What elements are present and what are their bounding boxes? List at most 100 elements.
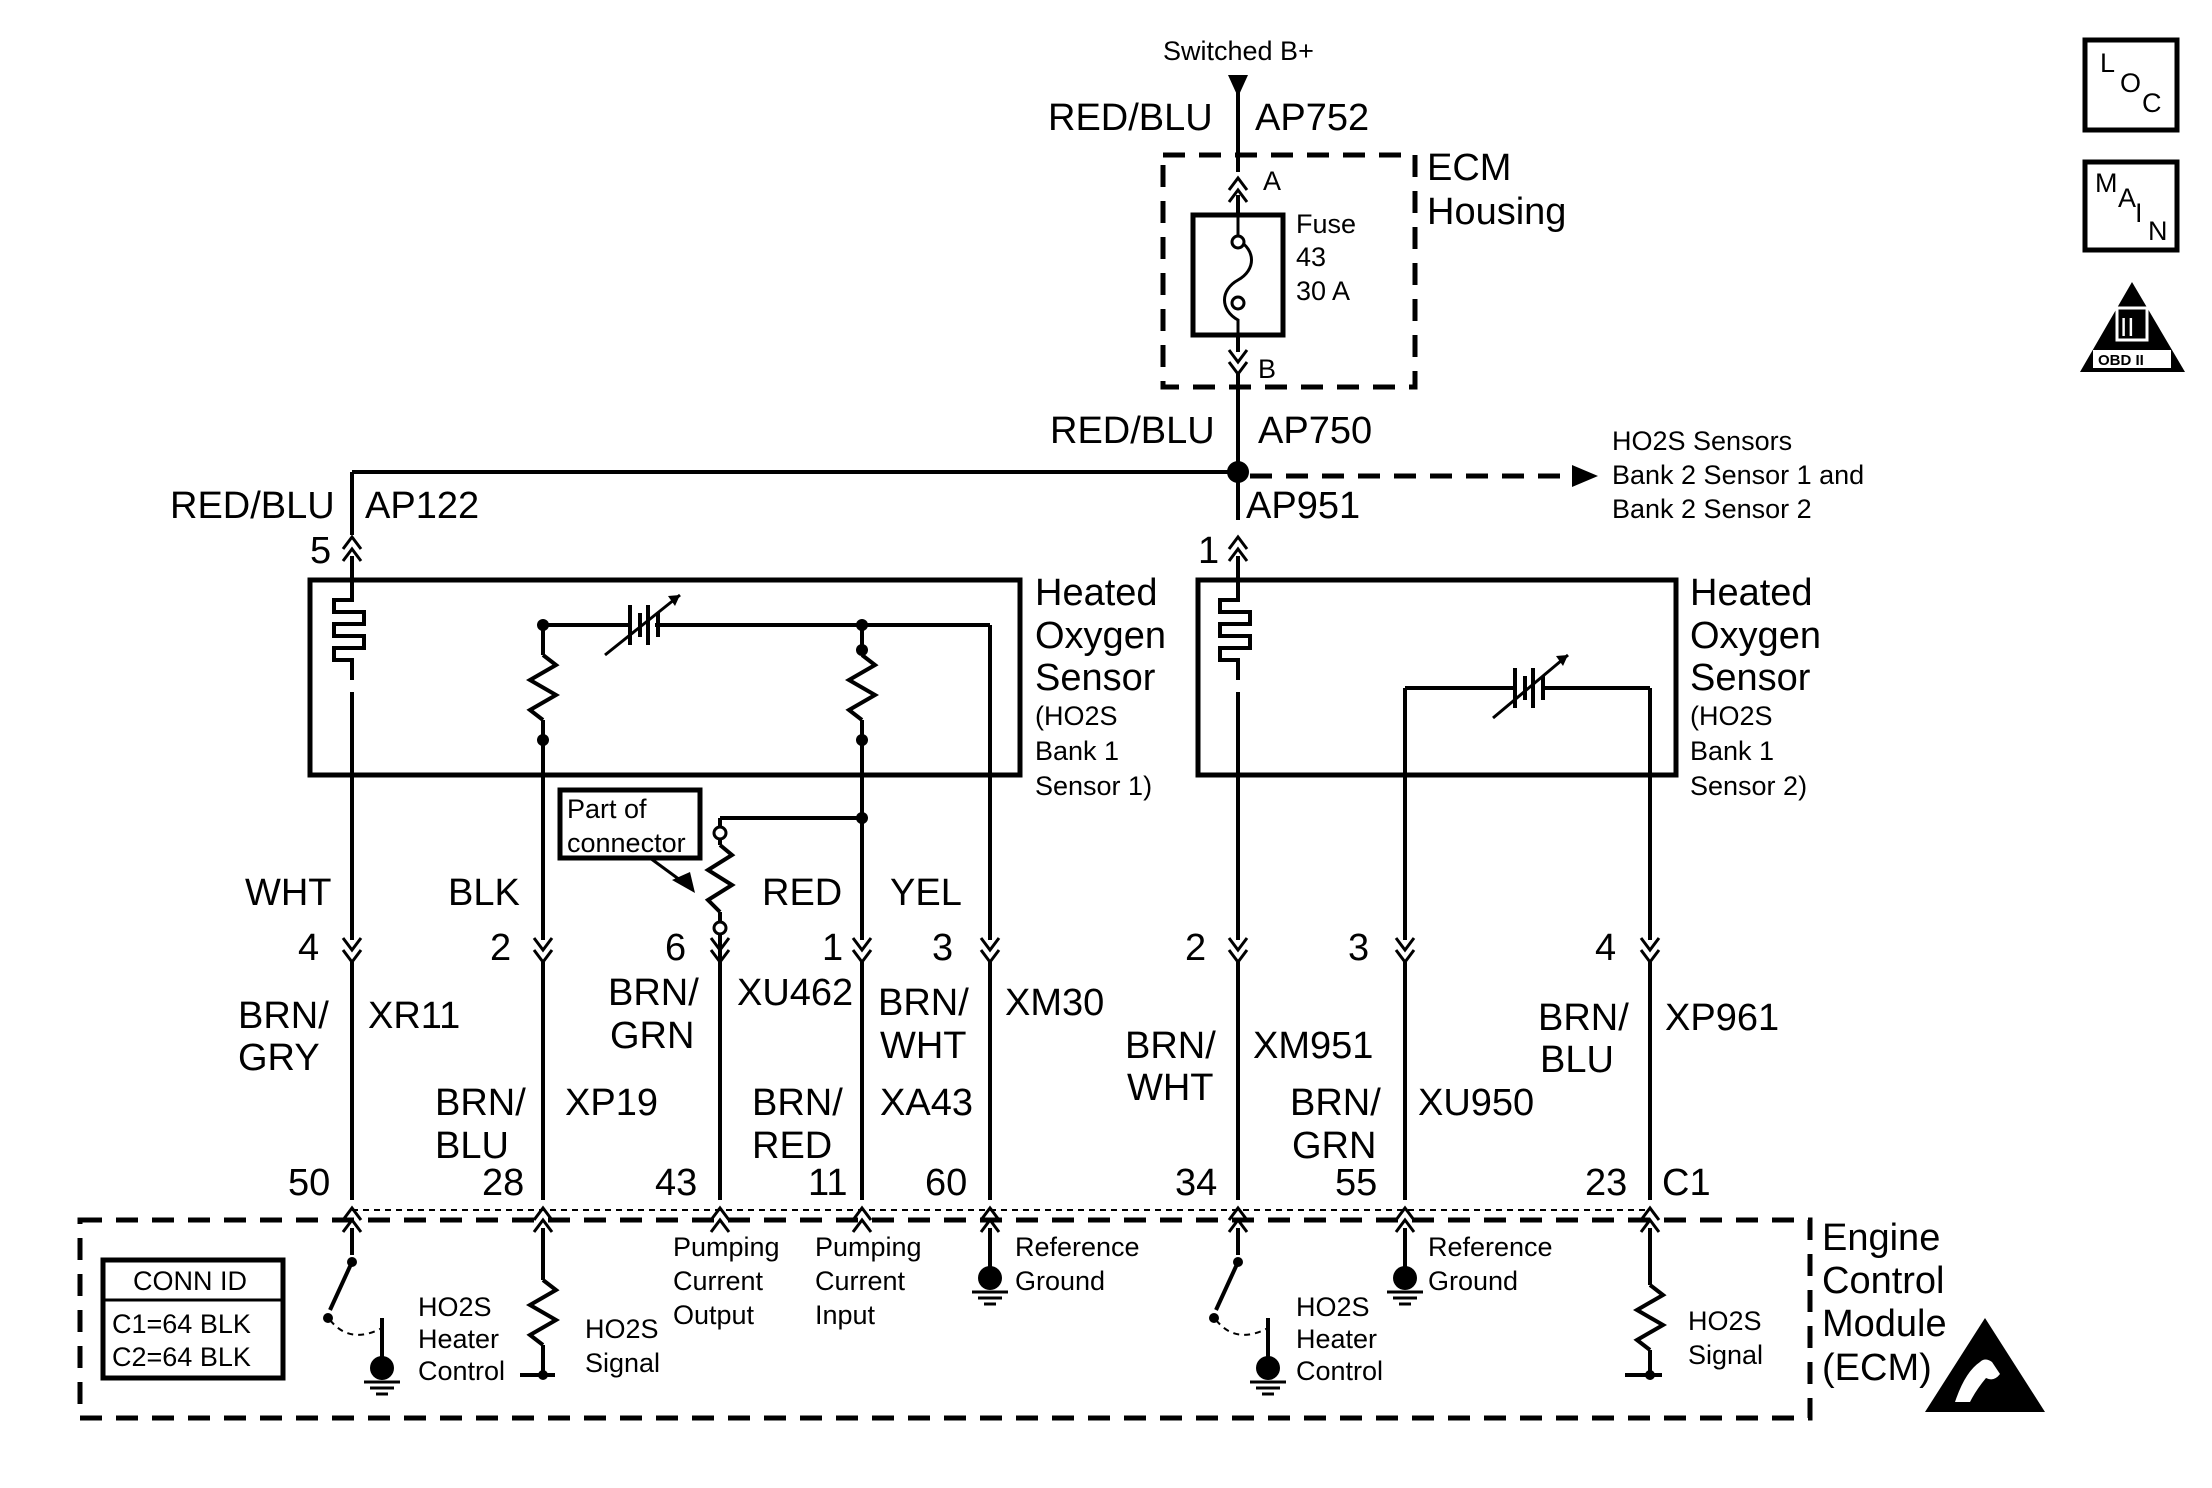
ecm-pin-11: 11 [808,1162,847,1204]
xm30-circuit: XM30 [1005,982,1104,1024]
left-pin-3: 3 [932,927,953,969]
conn-id-c1: C1=64 BLK [112,1309,251,1339]
obd-ii-text: OBD II [2098,352,2144,369]
bank2-note-3: Bank 2 Sensor 2 [1612,494,1812,524]
main-icon[interactable]: M A I N [2082,159,2180,253]
sensor1-label-2: Oxygen [1035,615,1166,657]
conn-id-box [100,1257,286,1381]
signal1-label-2: Signal [585,1348,660,1378]
sensor2-label-3: Sensor [1690,657,1811,699]
right-pin-2: 2 [1185,927,1206,969]
xp961-color-1: BRN/ [1538,997,1629,1039]
wire-color-yel: YEL [890,872,962,914]
fuse-label-2: 43 [1296,242,1326,272]
sensor1-label-3: Sensor [1035,657,1156,699]
pump-in-label-1: Pumping [815,1232,922,1262]
sensor2-variable-cell-icon [1492,653,1569,720]
sensor1-variable-cell-icon [604,593,681,657]
left-pin-1: 1 [822,927,843,969]
pump-in-label-3: Input [815,1300,876,1330]
ecm-housing-title-1: ECM [1427,147,1511,189]
ecm-pin-60: 60 [925,1162,967,1204]
pointer-arrow-icon [672,872,695,893]
ecm-box [77,1217,1813,1421]
ho2s-bank1-sensor1-box [307,577,1023,778]
xr11-color-2: GRY [238,1037,320,1079]
ecm-label-3: Module [1822,1303,1947,1345]
fuse-element-icon [1223,215,1253,335]
xp19-circuit: XP19 [565,1082,658,1124]
fuse-label-3: 30 A [1296,276,1350,306]
signal2-label-2: Signal [1688,1340,1763,1370]
loc-icon[interactable]: L O C [2082,37,2180,133]
signal1-label-1: HO2S [585,1314,659,1344]
left-pin-4: 4 [298,927,319,969]
xm951-color-1: BRN/ [1125,1025,1216,1067]
pin-b-label: B [1258,354,1276,384]
main-letter-n: N [2148,216,2168,246]
sensor2-heater-icon [1218,578,1252,682]
xp961-circuit: XP961 [1665,997,1779,1039]
sensor2-label-1: Heated [1690,572,1813,614]
left-pin-2: 2 [490,927,511,969]
ecm-housing-title-2: Housing [1427,191,1566,233]
ap752-wire-color: RED/BLU [1048,97,1213,139]
obd-ii-icon[interactable]: II OBD II [2080,282,2185,372]
sensor1-resistor-2-icon [844,653,880,722]
fuse-label-1: Fuse [1296,209,1356,239]
xm30-color-1: BRN/ [878,982,969,1024]
xp19-color-2: BLU [435,1125,509,1167]
sensor2-label-2: Oxygen [1690,615,1821,657]
bank2-note-2: Bank 2 Sensor 1 and [1612,460,1864,490]
xr11-color-1: BRN/ [238,995,329,1037]
ecm-label-1: Engine [1822,1217,1940,1259]
signal2-label-1: HO2S [1688,1306,1762,1336]
xa43-circuit: XA43 [880,1082,973,1124]
xr11-circuit: XR11 [368,995,460,1037]
ref2-label-1: Reference [1428,1232,1553,1262]
sensor1-label-5: Bank 1 [1035,736,1119,766]
pump-out-label-2: Current [673,1266,764,1296]
signal-1-resistor-icon [520,1228,561,1380]
xu462-color-1: BRN/ [608,972,699,1014]
ap752-circuit: AP752 [1255,97,1369,139]
heater2-label-1: HO2S [1296,1292,1370,1322]
heater1-label-1: HO2S [418,1292,492,1322]
heater-control-2-switch-icon [1209,1228,1288,1396]
xm951-circuit: XM951 [1253,1025,1373,1067]
xa43-color-1: BRN/ [752,1082,843,1124]
ecm-label-4: (ECM) [1822,1347,1932,1389]
ecm-pin-50: 50 [288,1162,330,1204]
heater1-label-2: Heater [418,1324,499,1354]
xm30-color-2: WHT [880,1025,967,1067]
xu950-color-2: GRN [1292,1125,1376,1167]
heater-control-1-switch-icon [323,1228,402,1396]
sensor1-label-6: Sensor 1) [1035,771,1152,801]
wire-color-wht: WHT [245,872,332,914]
pump-out-label-3: Output [673,1300,755,1330]
esd-warning-icon [1925,1318,2045,1412]
heater2-label-3: Control [1296,1356,1383,1386]
left-pin-6: 6 [665,927,686,969]
right-pin-3: 3 [1348,927,1369,969]
loc-letter-l: L [2100,48,2115,78]
part-of-connector-1: Part of [567,794,647,824]
ecm-pin-23: 23 [1585,1162,1627,1204]
xu462-circuit: XU462 [737,972,853,1014]
sensor2-label-4: (HO2S [1690,701,1773,731]
connector-resistor-icon [704,843,736,914]
pump-out-label-1: Pumping [673,1232,780,1262]
xu950-circuit: XU950 [1418,1082,1534,1124]
main-letter-a: A [2118,183,2136,213]
sensor1-heater-icon [332,578,366,682]
ecm-pin-34: 34 [1175,1162,1217,1204]
bank2-note-1: HO2S Sensors [1612,426,1792,456]
sensor2-pin-1: 1 [1198,530,1219,572]
xa43-color-2: RED [752,1125,832,1167]
wire-color-red: RED [762,872,842,914]
main-letter-i: I [2135,198,2143,228]
ecm-pin-28: 28 [482,1162,524,1204]
ecm-pin-43: 43 [655,1162,697,1204]
ho2s-bank1-sensor2-box [1195,577,1679,778]
xu950-color-1: BRN/ [1290,1082,1381,1124]
